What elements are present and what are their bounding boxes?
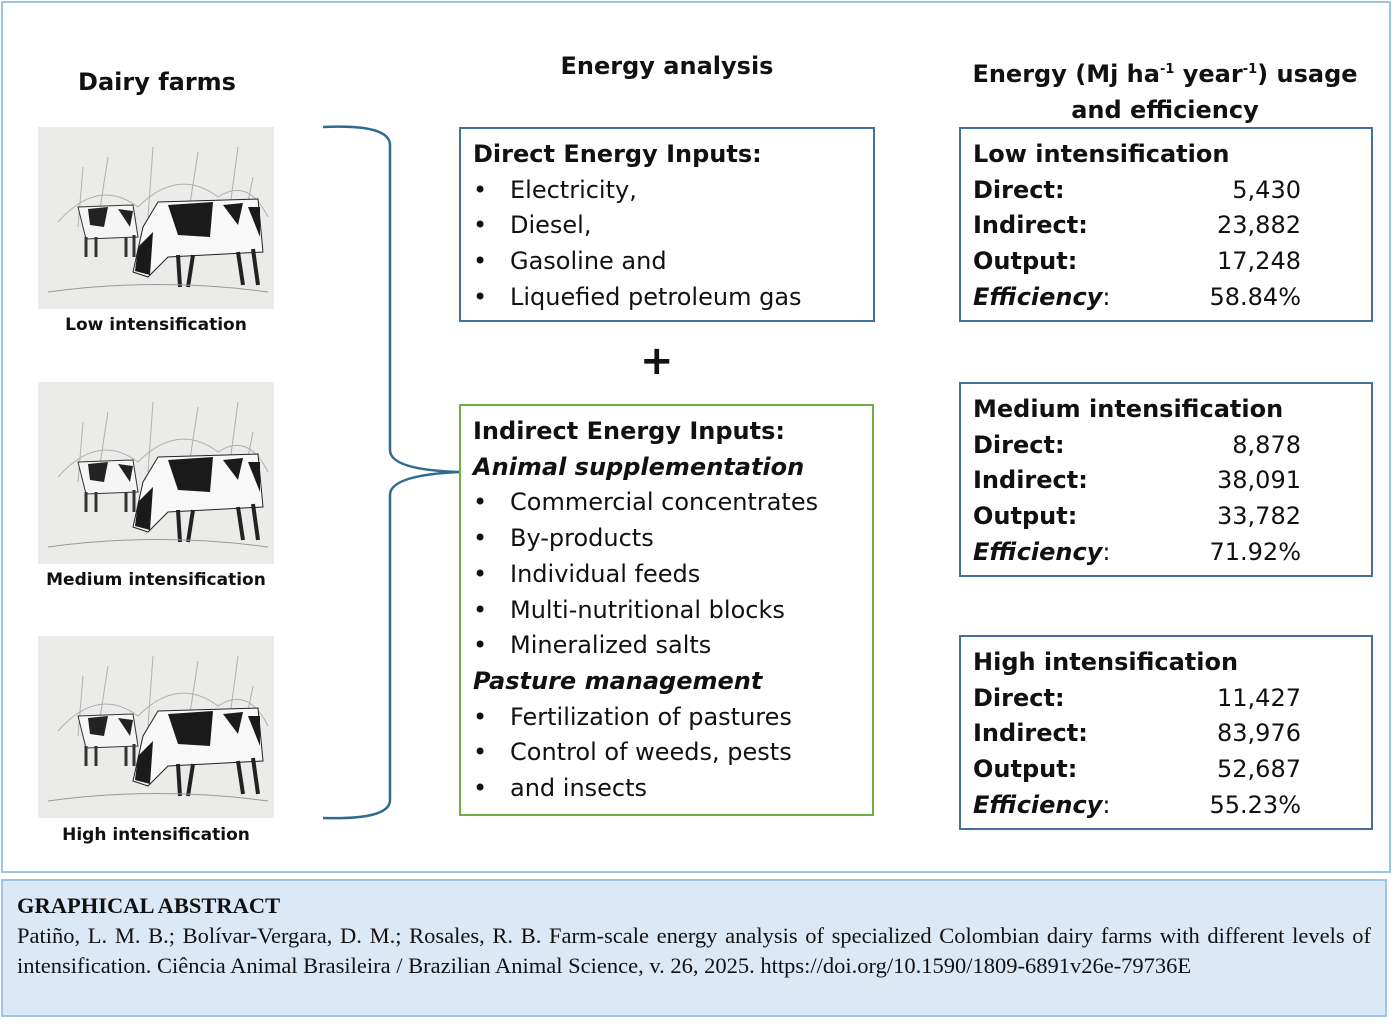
indirect-row: Indirect: 83,976: [973, 716, 1301, 752]
list-item: Diesel,: [473, 208, 861, 244]
output-label: Output:: [973, 755, 1078, 784]
indirect-row: Indirect: 23,882: [973, 208, 1301, 244]
direct-row: Direct: 8,878: [973, 428, 1301, 464]
indirect-value: 23,882: [1217, 211, 1301, 240]
citation-footer: GRAPHICAL ABSTRACT Patiño, L. M. B.; Bol…: [1, 879, 1387, 1017]
direct-inputs-box: Direct Energy Inputs: Electricity,Diesel…: [459, 127, 875, 322]
diagram-frame: [1, 1, 1391, 873]
list-item: Electricity,: [473, 173, 861, 209]
direct-value: 5,430: [1232, 175, 1301, 204]
list-item: Control of weeds, pests: [473, 735, 860, 771]
indirect-label: Indirect:: [973, 211, 1088, 240]
direct-label: Direct:: [973, 175, 1065, 204]
farm-illustration: [38, 127, 274, 309]
farms-heading: Dairy farms: [78, 68, 236, 96]
efficiency-label: Efficiency:: [973, 537, 1111, 566]
list-item: Gasoline and: [473, 244, 861, 280]
indirect-value: 83,976: [1217, 719, 1301, 748]
output-value: 33,782: [1217, 502, 1301, 531]
indirect-label: Indirect:: [973, 466, 1088, 495]
cow-front: [132, 453, 264, 543]
cow-front: [132, 707, 264, 797]
efficiency-row: Efficiency: 58.84%: [973, 280, 1301, 316]
list-item: By-products: [473, 521, 860, 557]
output-row: Output: 52,687: [973, 752, 1301, 788]
direct-value: 8,878: [1232, 430, 1301, 459]
indirect-label: Indirect:: [973, 719, 1088, 748]
list-item: Liquefied petroleum gas: [473, 280, 861, 316]
footer-citation: Patiño, L. M. B.; Bolívar-Vergara, D. M.…: [17, 923, 1371, 978]
direct-row: Direct: 5,430: [973, 173, 1301, 209]
output-label: Output:: [973, 502, 1078, 531]
list-item: Fertilization of pastures: [473, 700, 860, 736]
output-row: Output: 17,248: [973, 244, 1301, 280]
output-value: 17,248: [1217, 247, 1301, 276]
indirect-row: Indirect: 38,091: [973, 463, 1301, 499]
efficiency-label: Efficiency:: [973, 282, 1111, 311]
analysis-heading: Energy analysis: [560, 52, 774, 80]
result-title: High intensification: [973, 648, 1239, 676]
efficiency-label: Efficiency:: [973, 790, 1111, 819]
output-label: Output:: [973, 247, 1078, 276]
efficiency-value: 55.23%: [1209, 790, 1301, 819]
farm-label: Medium intensification: [46, 570, 266, 590]
plus-sign: +: [640, 338, 674, 384]
cow-back: [77, 713, 139, 766]
list-item: Commercial concentrates: [473, 485, 860, 521]
efficiency-value: 58.84%: [1209, 282, 1301, 311]
cow-back: [77, 459, 139, 512]
list-item: Individual feeds: [473, 557, 860, 593]
indirect-value: 38,091: [1217, 466, 1301, 495]
indirect-inputs-box: Indirect Energy Inputs: Animal supplemen…: [459, 404, 874, 816]
output-value: 52,687: [1217, 755, 1301, 784]
footer-title: GRAPHICAL ABSTRACT: [17, 893, 281, 918]
cow-front: [132, 198, 264, 288]
efficiency-row: Efficiency: 55.23%: [973, 788, 1301, 824]
result-title: Low intensification: [973, 140, 1230, 168]
farm-illustration: [38, 636, 274, 818]
grouping-bracket: [322, 125, 461, 820]
cow-back: [77, 204, 139, 257]
direct-inputs-title: Direct Energy Inputs:: [473, 140, 762, 168]
animal-supplementation-heading: Animal supplementation: [473, 452, 805, 481]
list-item: and insects: [473, 771, 860, 807]
list-item: Multi-nutritional blocks: [473, 593, 860, 629]
efficiency-value: 71.92%: [1209, 537, 1301, 566]
farm-illustration: [38, 382, 274, 564]
farm-label: Low intensification: [65, 315, 247, 335]
direct-label: Direct:: [973, 430, 1065, 459]
farm-label: High intensification: [62, 825, 250, 845]
list-item: Mineralized salts: [473, 628, 860, 664]
indirect-inputs-title: Indirect Energy Inputs:: [473, 417, 785, 445]
result-title: Medium intensification: [973, 395, 1284, 423]
direct-row: Direct: 11,427: [973, 681, 1301, 717]
efficiency-row: Efficiency: 71.92%: [973, 535, 1301, 571]
direct-value: 11,427: [1217, 683, 1301, 712]
pasture-management-heading: Pasture management: [473, 666, 763, 695]
direct-label: Direct:: [973, 683, 1065, 712]
output-row: Output: 33,782: [973, 499, 1301, 535]
